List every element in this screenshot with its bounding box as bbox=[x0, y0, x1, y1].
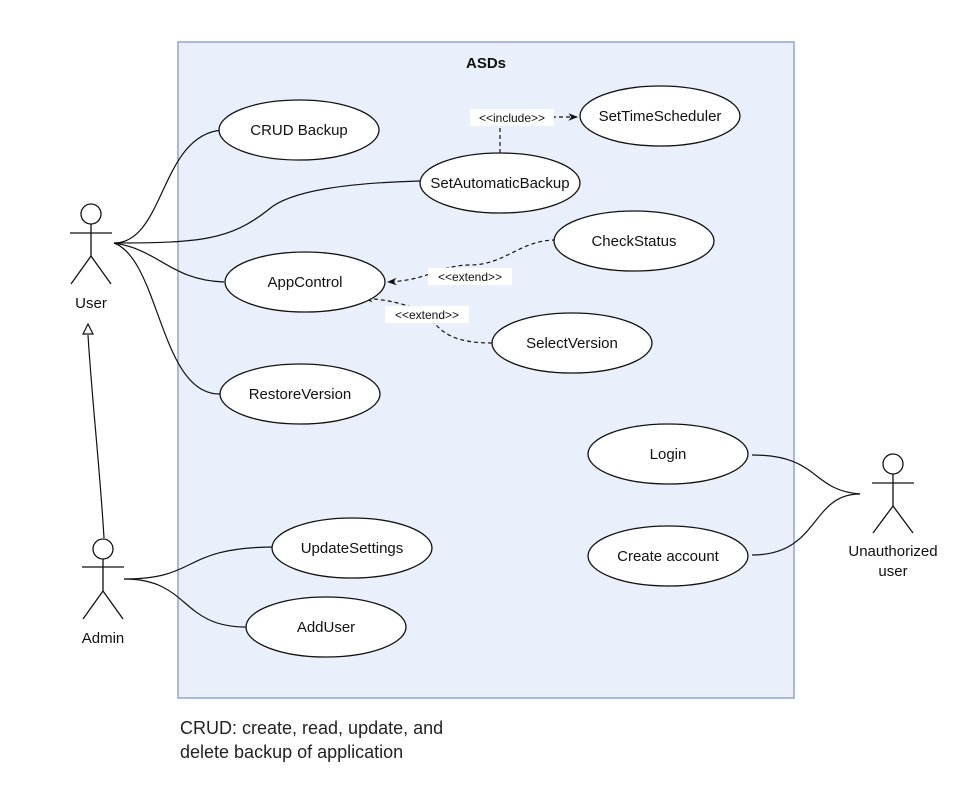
use-case-crud-backup: CRUD Backup bbox=[218, 99, 380, 161]
assoc-user-restore-version bbox=[113, 242, 221, 395]
assoc-admin-add-user bbox=[123, 578, 247, 628]
system-title: ASDs bbox=[466, 55, 506, 72]
actor-unauthorized-label-line2: user bbox=[878, 563, 907, 580]
include-label: <<include>> bbox=[479, 111, 545, 125]
use-case-update-settings: UpdateSettings bbox=[271, 517, 433, 579]
unauthorized-actor-icon bbox=[882, 453, 904, 475]
include-relation: <<include>> bbox=[470, 109, 578, 153]
use-case-check-status: CheckStatus bbox=[553, 210, 715, 272]
svg-text:UpdateSettings: UpdateSettings bbox=[301, 540, 404, 557]
user-associations bbox=[113, 129, 421, 395]
actor-unauthorized-label-line1: Unauthorized bbox=[848, 543, 937, 560]
crud-note: CRUD: create, read, update, and delete b… bbox=[180, 716, 540, 764]
admin-associations bbox=[123, 546, 273, 628]
assoc-unauth-login bbox=[751, 454, 861, 495]
svg-text:SetTimeScheduler: SetTimeScheduler bbox=[599, 108, 722, 125]
use-case-create-account: Create account bbox=[587, 525, 749, 587]
actor-admin-label: Admin bbox=[82, 630, 125, 647]
actor-user: User bbox=[70, 203, 112, 312]
use-case-login: Login bbox=[587, 423, 749, 485]
admin-actor-icon bbox=[92, 538, 114, 560]
svg-text:Create account: Create account bbox=[617, 548, 720, 565]
use-case-app-control: AppControl bbox=[224, 251, 386, 313]
assoc-admin-update-settings bbox=[123, 546, 273, 580]
use-case-select-version: SelectVersion bbox=[491, 312, 653, 374]
svg-text:SelectVersion: SelectVersion bbox=[526, 335, 618, 352]
svg-text:Login: Login bbox=[650, 446, 687, 463]
actor-admin: Admin bbox=[82, 538, 125, 647]
svg-text:AppControl: AppControl bbox=[267, 274, 342, 291]
use-case-set-time-scheduler: SetTimeScheduler bbox=[579, 85, 741, 147]
assoc-user-set-automatic-backup bbox=[113, 180, 421, 244]
svg-text:RestoreVersion: RestoreVersion bbox=[249, 386, 352, 403]
assoc-user-app-control bbox=[113, 242, 225, 283]
use-case-set-automatic-backup: SetAutomaticBackup bbox=[419, 152, 581, 214]
assoc-unauth-create-account bbox=[751, 493, 861, 556]
svg-text:AddUser: AddUser bbox=[297, 619, 355, 636]
svg-text:SetAutomaticBackup: SetAutomaticBackup bbox=[430, 175, 569, 192]
extend-label-1: <<extend>> bbox=[438, 270, 502, 284]
unauth-associations bbox=[751, 454, 861, 556]
note-line-1: CRUD: create, read, update, and bbox=[180, 718, 444, 738]
note-line-2: delete backup of application bbox=[180, 742, 404, 762]
svg-text:CRUD Backup: CRUD Backup bbox=[250, 122, 348, 139]
use-case-restore-version: RestoreVersion bbox=[219, 363, 381, 425]
svg-text:CheckStatus: CheckStatus bbox=[591, 233, 676, 250]
assoc-user-crud-backup bbox=[113, 129, 223, 244]
extend-label-2: <<extend>> bbox=[395, 308, 459, 322]
user-actor-icon bbox=[80, 203, 102, 225]
actor-unauthorized-user: Unauthorized user bbox=[848, 453, 938, 580]
use-case-add-user: AddUser bbox=[245, 596, 407, 658]
actor-user-label: User bbox=[75, 295, 107, 312]
extend-relation-checkstatus: <<extend>> bbox=[387, 239, 557, 286]
extend-relation-selectversion: <<extend>> bbox=[363, 294, 493, 344]
generalization-admin-user bbox=[82, 322, 105, 539]
generalization-arrowhead bbox=[82, 322, 94, 335]
